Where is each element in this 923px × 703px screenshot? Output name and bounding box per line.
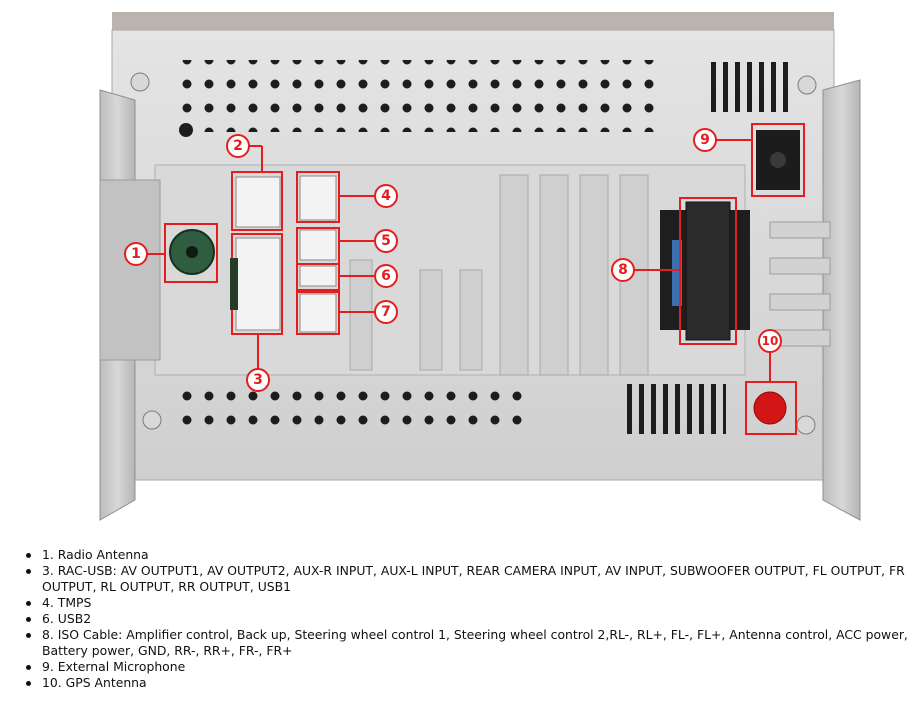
- legend-item-external-microphone: 9. External Microphone: [22, 659, 917, 675]
- callout-box-2: [231, 171, 283, 231]
- iso-connector-pins: [685, 201, 731, 341]
- iso-connector-label: [672, 240, 682, 306]
- callout-3: 3: [246, 368, 270, 392]
- bullet-icon: [26, 553, 31, 558]
- bottom-vent-holes: [172, 390, 522, 438]
- bottom-vent-slots: [626, 384, 726, 434]
- callout-label-3: 3: [253, 372, 263, 388]
- top-vent-holes: [178, 60, 666, 132]
- bullet-icon: [26, 569, 31, 574]
- heat-sink-fins: [349, 174, 649, 376]
- radio-antenna-pin: [186, 246, 198, 258]
- legend-text: 1. Radio Antenna: [42, 547, 149, 562]
- legend-text: 3. RAC-USB: AV OUTPUT1, AV OUTPUT2, AUX-…: [42, 563, 905, 594]
- callout-label-6: 6: [381, 268, 391, 284]
- legend-text: 9. External Microphone: [42, 659, 186, 674]
- head-unit-rear-photo: 1 2 3 4 5 6 7 8 9 10: [99, 12, 861, 521]
- right-bracket-tabs: [769, 221, 831, 347]
- top-edge: [112, 12, 834, 34]
- callout-10: 10: [758, 329, 782, 353]
- legend-text: 6. USB2: [42, 611, 92, 626]
- top-vent-slots: [704, 62, 794, 112]
- callout-7: 7: [374, 300, 398, 324]
- callout-5: 5: [374, 229, 398, 253]
- callout-9: 9: [693, 128, 717, 152]
- callout-label-7: 7: [381, 304, 391, 320]
- callout-2: 2: [226, 134, 250, 158]
- bullet-icon: [26, 665, 31, 670]
- legend-item-rac-usb: 3. RAC-USB: AV OUTPUT1, AV OUTPUT2, AUX-…: [22, 563, 917, 595]
- callout-4: 4: [374, 184, 398, 208]
- legend-text: 4. TMPS: [42, 595, 92, 610]
- callout-label-4: 4: [381, 188, 391, 204]
- legend-item-gps-antenna: 10. GPS Antenna: [22, 675, 917, 691]
- legend-text: 8. ISO Cable: Amplifier control, Back up…: [42, 627, 908, 658]
- right-bracket: [822, 79, 861, 521]
- legend-text: 10. GPS Antenna: [42, 675, 147, 690]
- callout-1: 1: [124, 242, 148, 266]
- callout-label-5: 5: [381, 233, 391, 249]
- bullet-icon: [26, 681, 31, 686]
- callout-label-10: 10: [762, 334, 779, 348]
- legend-item-iso-cable: 8. ISO Cable: Amplifier control, Back up…: [22, 627, 917, 659]
- legend-item-radio-antenna: 1. Radio Antenna: [22, 547, 917, 563]
- callout-label-2: 2: [233, 138, 243, 154]
- connector-latch: [230, 258, 238, 310]
- callout-box-9: [751, 123, 805, 197]
- bullet-icon: [26, 617, 31, 622]
- rac-usb-connector-small: [235, 176, 281, 228]
- callout-label-9: 9: [700, 132, 710, 148]
- microphone-jack-hole: [770, 152, 786, 168]
- legend-item-tmps: 4. TMPS: [22, 595, 917, 611]
- connector-legend: 1. Radio Antenna 3. RAC-USB: AV OUTPUT1,…: [22, 547, 917, 691]
- rac-usb-connector-large: [235, 237, 281, 331]
- screw-icon: [130, 72, 817, 435]
- bullet-icon: [26, 633, 31, 638]
- legend-item-usb2: 6. USB2: [22, 611, 917, 627]
- callout-6: 6: [374, 264, 398, 288]
- callout-leader-lines: [148, 139, 771, 382]
- gps-antenna-connector: [753, 391, 787, 425]
- callout-label-8: 8: [618, 262, 628, 278]
- callout-8: 8: [611, 258, 635, 282]
- small-connectors: [299, 175, 337, 333]
- callout-label-1: 1: [131, 246, 141, 262]
- left-bracket-plate: [99, 179, 161, 361]
- bullet-icon: [26, 601, 31, 606]
